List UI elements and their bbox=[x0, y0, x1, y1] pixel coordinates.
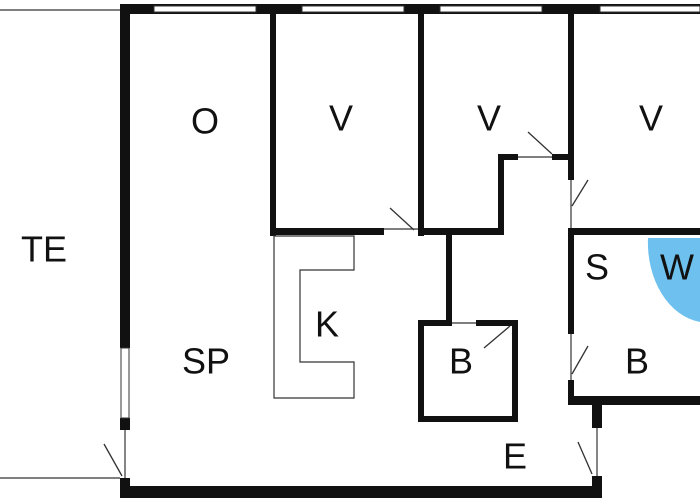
room-label-k: K bbox=[315, 304, 339, 345]
room-label-v2: V bbox=[477, 98, 501, 139]
outer-walls bbox=[120, 4, 700, 498]
room-label-v3: V bbox=[639, 98, 663, 139]
left-window bbox=[120, 347, 130, 419]
room-label-w: W bbox=[660, 247, 694, 288]
room-label-v1: V bbox=[329, 98, 353, 139]
room-label-te: TE bbox=[21, 229, 67, 270]
whirlpool-fixture bbox=[647, 238, 700, 322]
room-label-b1: B bbox=[449, 341, 473, 382]
door-swings bbox=[103, 131, 598, 478]
room-labels: TE O V V V SP K B S W B E bbox=[21, 98, 694, 477]
room-label-o: O bbox=[191, 101, 219, 142]
room-label-sp: SP bbox=[182, 341, 230, 382]
room-label-b2: B bbox=[625, 341, 649, 382]
top-windows bbox=[153, 5, 700, 13]
interior-walls bbox=[270, 4, 700, 422]
kitchen-counter bbox=[273, 235, 355, 399]
room-label-e: E bbox=[503, 436, 527, 477]
room-label-s: S bbox=[585, 247, 609, 288]
